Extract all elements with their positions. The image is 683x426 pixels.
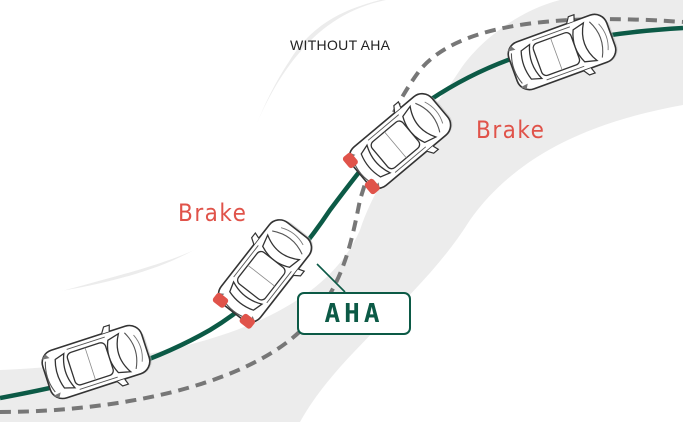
brake-label-2: Brake <box>476 116 546 144</box>
aha-callout: AHA <box>297 292 411 335</box>
title: WITHOUT AHA <box>290 37 391 53</box>
lane-white <box>0 0 560 370</box>
aha-label: AHA <box>324 298 384 329</box>
aha-callout-line <box>316 263 346 293</box>
brake-label-1: Brake <box>178 199 248 227</box>
dashed-path-without-aha <box>0 17 683 414</box>
